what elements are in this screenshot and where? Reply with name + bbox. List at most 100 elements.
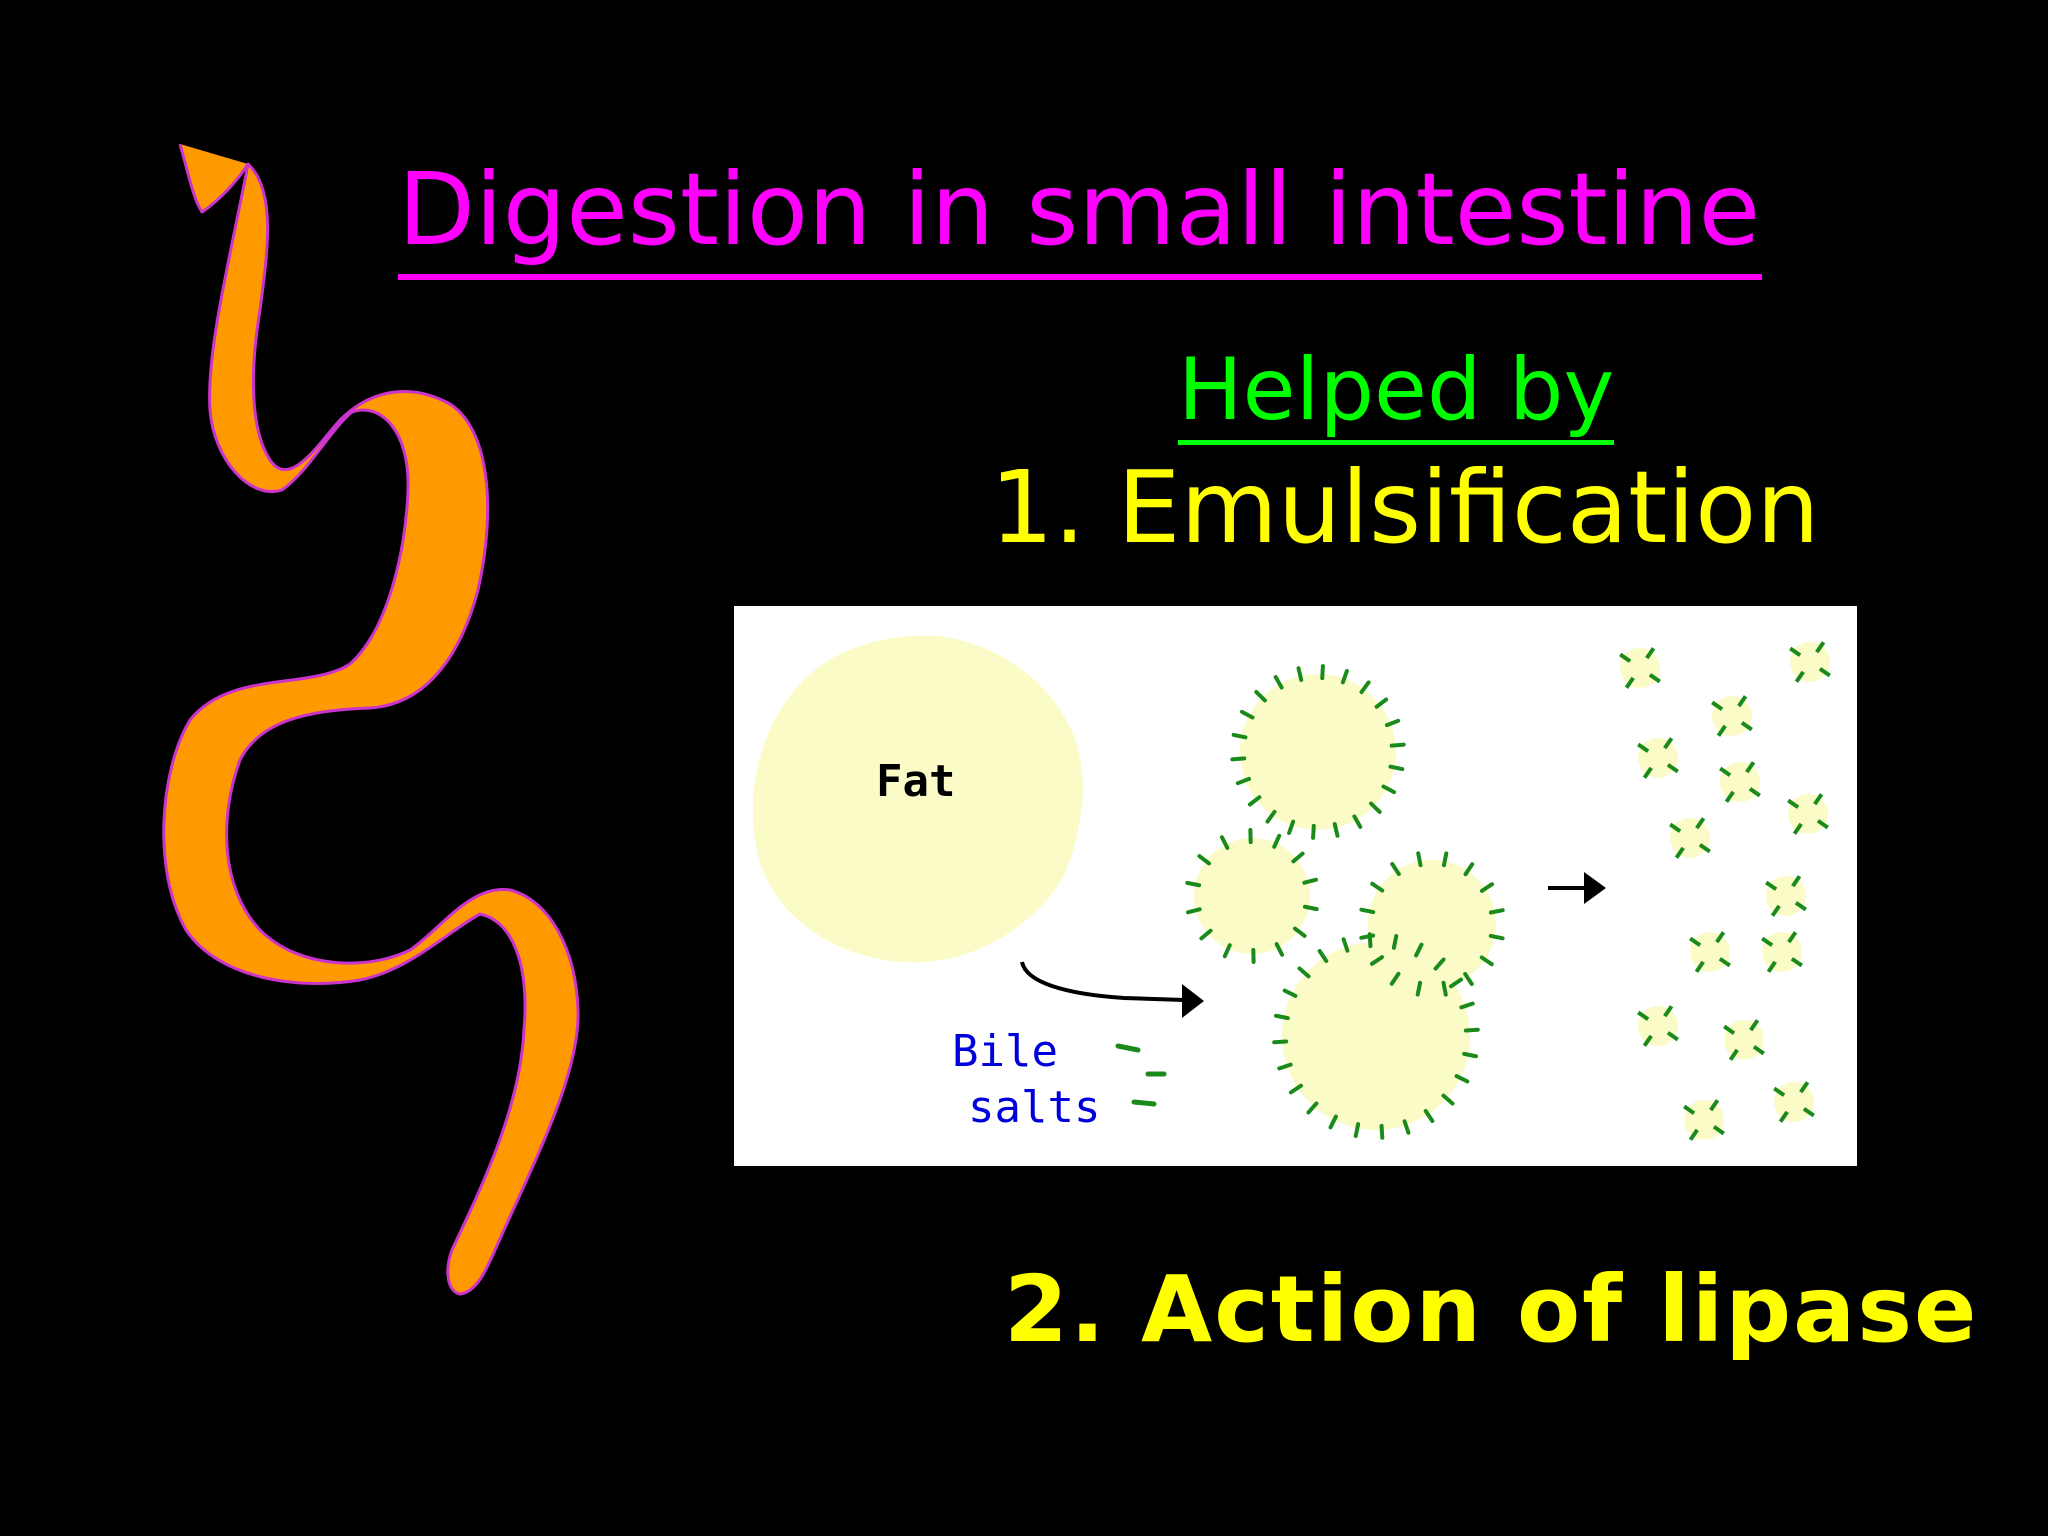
bile-salt-tick xyxy=(1794,670,1805,683)
bile-salt-tick xyxy=(1480,882,1495,893)
bile-salt-tick xyxy=(1459,1001,1475,1010)
bile-salt-tick xyxy=(1254,690,1267,703)
tiny-droplet xyxy=(1788,794,1828,834)
bile-salt-tick xyxy=(1197,854,1211,866)
bile-salt-tick xyxy=(1719,766,1732,777)
bile-salt-tick xyxy=(1302,904,1319,912)
bile-salt-tick xyxy=(1265,809,1277,824)
bile-salt-tick xyxy=(1353,1122,1361,1138)
bile-salt-tick xyxy=(1642,766,1653,779)
bile-salt-tick xyxy=(1369,801,1382,814)
bile-salt-tick xyxy=(1787,931,1798,944)
bile-salt-tick xyxy=(1415,980,1423,997)
bile-salt-tick xyxy=(1391,934,1399,950)
bile-salt-tick xyxy=(1749,1019,1760,1032)
bile-salt-tick xyxy=(1778,1110,1789,1123)
bile-salt-tick xyxy=(1340,669,1349,685)
bile-salt-tick xyxy=(1792,822,1803,835)
bile-salt-tick xyxy=(1247,795,1262,807)
bile-salt-tick xyxy=(1694,960,1705,973)
bile-salt-tick xyxy=(1683,1104,1696,1115)
bile-salt-tick xyxy=(1186,907,1202,915)
bile-salt-tick xyxy=(1352,814,1363,829)
bile-salt-tick xyxy=(1802,1107,1815,1118)
bile-salts-label: Bile salts xyxy=(952,1024,1100,1136)
bile-salt-tick xyxy=(1374,697,1389,709)
bile-salt-tick xyxy=(1317,948,1329,963)
bile-salt-tick xyxy=(1287,819,1296,835)
arrow-to-droplets xyxy=(1020,961,1204,1018)
tiny-droplet xyxy=(1690,932,1730,972)
bile-salt-tick xyxy=(1666,1031,1679,1042)
bile-salt-tick xyxy=(1274,942,1285,957)
tiny-droplet xyxy=(1684,1100,1724,1140)
bile-salt-tick xyxy=(1815,641,1826,654)
point-emulsification: 1. Emulsification xyxy=(990,449,1820,566)
bile-salt-tick xyxy=(1272,833,1282,849)
bile-salt-tick xyxy=(1389,742,1406,748)
bile-salt-tick xyxy=(1423,1109,1435,1124)
bile-salt-tick xyxy=(1716,724,1727,737)
bile-salt-tick xyxy=(1663,1005,1674,1018)
bile-salt-tick xyxy=(1370,881,1385,893)
bile-salt-tick xyxy=(1794,901,1807,912)
subtitle-helped-by: Helped by xyxy=(1178,340,1615,445)
bile-salt-tick xyxy=(1277,1062,1293,1071)
tiny-droplet xyxy=(1762,932,1802,972)
bile-salt-tick xyxy=(1332,822,1340,838)
bile-salt-tick xyxy=(1291,851,1305,864)
bile-salt-tick xyxy=(1185,880,1202,888)
small-intestine-illustration xyxy=(162,143,580,1296)
bile-salt-tick xyxy=(1787,798,1800,809)
bile-salt-tick xyxy=(1273,675,1284,690)
bile-salt-tick xyxy=(1367,932,1373,949)
bile-salt-tick xyxy=(1288,1083,1303,1095)
bile-salt-tick xyxy=(1813,793,1824,806)
bile-salt-tick xyxy=(1390,861,1401,876)
bile-salt-tick xyxy=(1441,980,1448,997)
bile-salt-tick xyxy=(1222,943,1232,959)
bile-salt-tick xyxy=(1642,1034,1653,1047)
bile-salt-tick xyxy=(1770,904,1781,917)
bile-salt-tick xyxy=(1748,787,1761,798)
bile-salt-tick xyxy=(1789,646,1802,657)
tiny-droplet xyxy=(1724,1020,1764,1060)
bile-salt-tick xyxy=(1674,846,1685,859)
bile-salt-tick xyxy=(1272,1039,1289,1045)
bile-salt-tick xyxy=(1619,652,1632,663)
bile-salt-tick xyxy=(1818,667,1831,678)
bile-salt-tick xyxy=(1433,957,1446,971)
bile-salt-tick xyxy=(1199,928,1213,941)
bile-salt-tick xyxy=(1761,936,1774,947)
bile-salt-tick xyxy=(1328,1114,1338,1130)
tiny-droplet xyxy=(1774,1082,1814,1122)
emulsified-droplets xyxy=(1194,674,1496,1130)
bile-salt-tick xyxy=(1359,680,1371,695)
bile-salt-tick xyxy=(1379,1123,1385,1140)
bile-salt-tick xyxy=(1488,908,1505,915)
bile-salt-tick xyxy=(1449,977,1464,989)
bile-salt-tick xyxy=(1718,957,1731,968)
bile-salt-tick xyxy=(1414,942,1424,958)
bile-salt-tick xyxy=(1416,851,1423,868)
bile-salt-tick xyxy=(1698,843,1711,854)
bile-salt-tick xyxy=(1624,676,1635,689)
bile-salt-particles xyxy=(1115,1043,1167,1107)
tiny-droplet xyxy=(1712,696,1752,736)
bile-salt-tick xyxy=(1488,933,1505,941)
tiny-droplet xyxy=(1638,738,1678,778)
bile-salt-tick xyxy=(1752,1045,1765,1056)
bile-salt-tick xyxy=(1231,732,1248,740)
tiny-droplet xyxy=(1638,1006,1678,1046)
bile-salt-tick xyxy=(1389,971,1401,986)
bile-label-line2: salts xyxy=(968,1082,1101,1133)
bile-salt-tick xyxy=(1454,1074,1470,1084)
bile-salt-tick xyxy=(1306,1101,1319,1115)
bile-salt-tick xyxy=(1688,1128,1699,1141)
bile-salt-tick xyxy=(1302,877,1318,885)
intestine-tube xyxy=(162,143,580,1296)
bile-salt-tick xyxy=(1239,709,1255,720)
bile-salt-tick xyxy=(1689,936,1702,947)
bile-salt-tick xyxy=(1773,1086,1786,1097)
